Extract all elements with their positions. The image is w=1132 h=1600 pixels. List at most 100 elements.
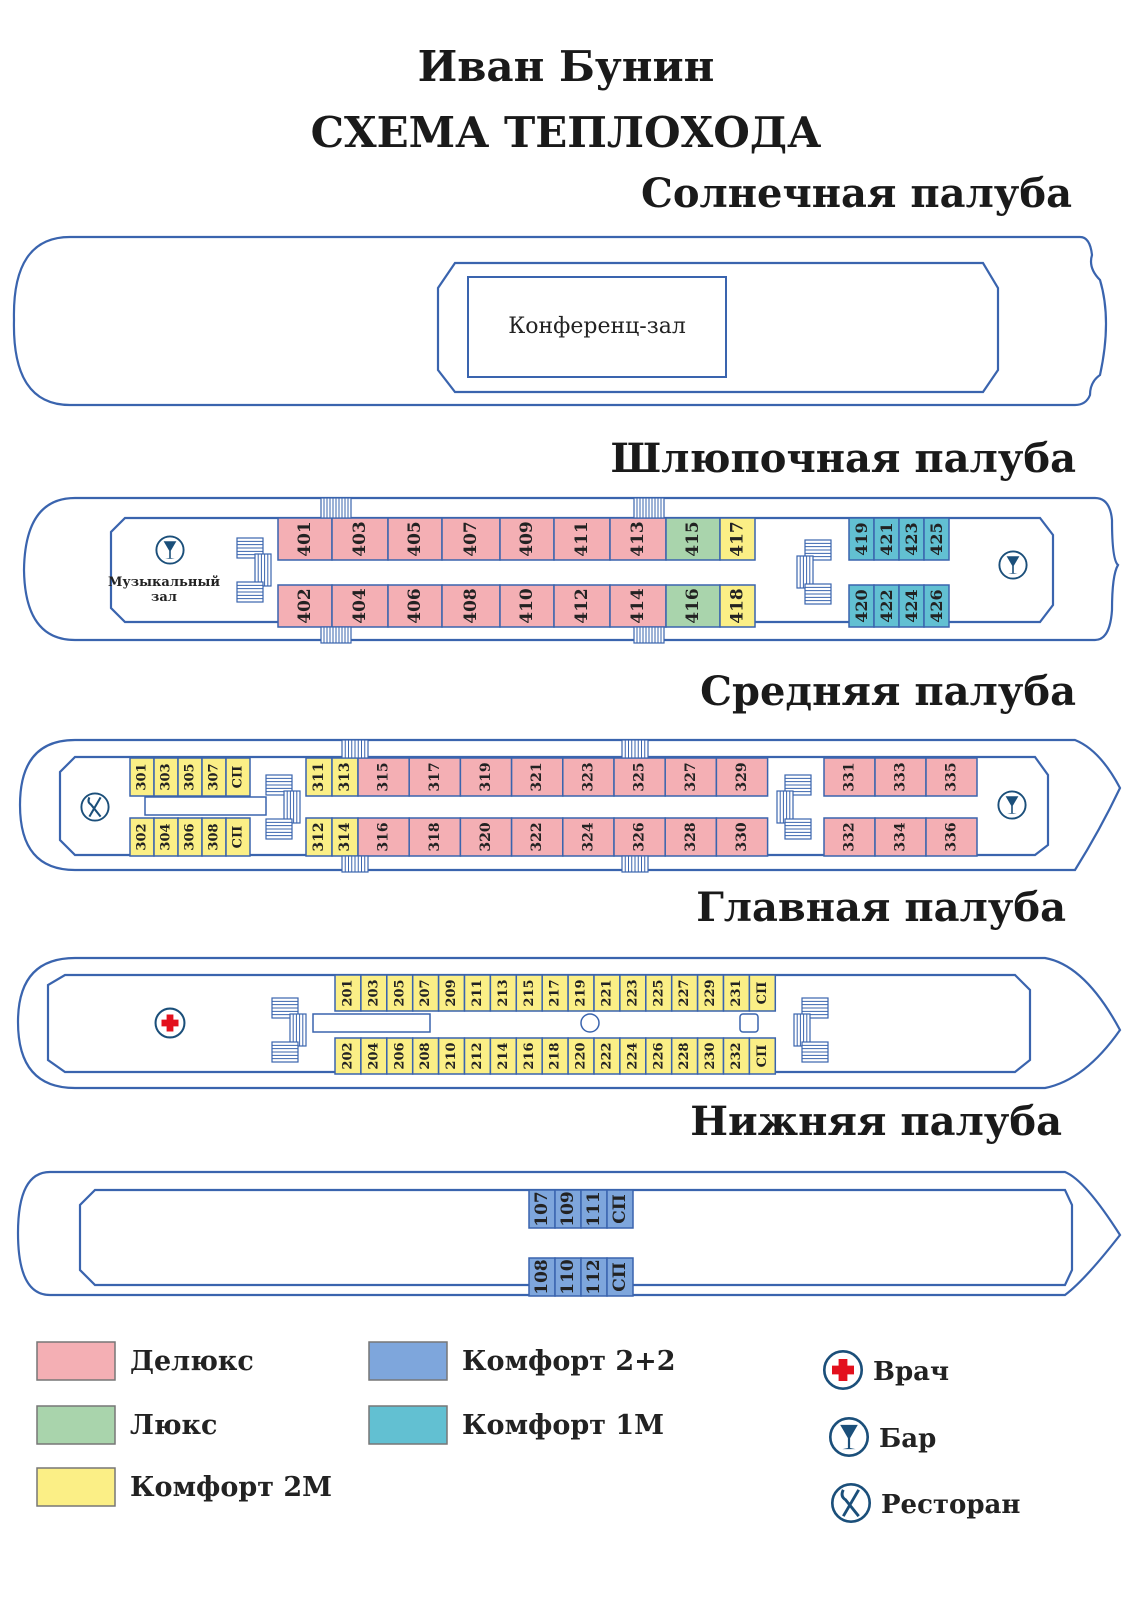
cabin-228[interactable]: 228: [670, 1037, 699, 1075]
cabin-201[interactable]: 201: [334, 974, 362, 1012]
cabin-414[interactable]: 414: [609, 584, 667, 628]
cabin-227[interactable]: 227: [670, 974, 699, 1012]
cabin-421[interactable]: 421: [873, 517, 900, 561]
cabin-СП[interactable]: СП: [225, 817, 251, 857]
cabin-211[interactable]: 211: [463, 974, 492, 1012]
cabin-424[interactable]: 424: [898, 584, 925, 628]
cabin-221[interactable]: 221: [593, 974, 621, 1012]
cabin-207[interactable]: 207: [411, 974, 440, 1012]
cabin-336[interactable]: 336: [925, 817, 978, 857]
cabin-323[interactable]: 323: [562, 757, 615, 797]
cabin-225[interactable]: 225: [645, 974, 673, 1012]
cabin-325[interactable]: 325: [613, 757, 666, 797]
cabin-426[interactable]: 426: [923, 584, 950, 628]
cabin-416[interactable]: 416: [665, 584, 721, 628]
cabin-210[interactable]: 210: [437, 1037, 466, 1075]
cabin-330[interactable]: 330: [715, 817, 769, 857]
cabin-231[interactable]: 231: [722, 974, 751, 1012]
cabin-333[interactable]: 333: [874, 757, 927, 797]
cabin-422[interactable]: 422: [873, 584, 900, 628]
cabin-324[interactable]: 324: [562, 817, 615, 857]
cabin-212[interactable]: 212: [463, 1037, 492, 1075]
cabin-314[interactable]: 314: [331, 817, 359, 857]
cabin-415[interactable]: 415: [665, 517, 721, 561]
cabin-407[interactable]: 407: [441, 517, 501, 561]
cabin-417[interactable]: 417: [719, 517, 756, 561]
cabin-411[interactable]: 411: [553, 517, 611, 561]
cabin-406[interactable]: 406: [387, 584, 443, 628]
cabin-СП[interactable]: СП: [225, 757, 251, 797]
cabin-410[interactable]: 410: [499, 584, 555, 628]
cabin-402[interactable]: 402: [277, 584, 333, 628]
cabin-401[interactable]: 401: [277, 517, 333, 561]
cabin-408[interactable]: 408: [441, 584, 501, 628]
cabin-409[interactable]: 409: [499, 517, 555, 561]
cabin-СП[interactable]: СП: [606, 1257, 634, 1297]
cabin-232[interactable]: 232: [722, 1037, 751, 1075]
cabin-420[interactable]: 420: [848, 584, 875, 628]
cabin-403[interactable]: 403: [331, 517, 389, 561]
cabin-304[interactable]: 304: [153, 817, 179, 857]
cabin-413[interactable]: 413: [609, 517, 667, 561]
cabin-107[interactable]: 107: [528, 1189, 556, 1229]
cabin-307[interactable]: 307: [201, 757, 227, 797]
cabin-111[interactable]: 111: [580, 1189, 608, 1229]
cabin-109[interactable]: 109: [554, 1189, 582, 1229]
cabin-305[interactable]: 305: [177, 757, 203, 797]
cabin-214[interactable]: 214: [489, 1037, 518, 1075]
cabin-327[interactable]: 327: [664, 757, 718, 797]
cabin-318[interactable]: 318: [408, 817, 462, 857]
cabin-326[interactable]: 326: [613, 817, 666, 857]
cabin-404[interactable]: 404: [331, 584, 389, 628]
cabin-СП[interactable]: СП: [748, 1037, 777, 1075]
cabin-328[interactable]: 328: [664, 817, 718, 857]
cabin-206[interactable]: 206: [386, 1037, 414, 1075]
cabin-218[interactable]: 218: [541, 1037, 569, 1075]
cabin-СП[interactable]: СП: [748, 974, 777, 1012]
cabin-419[interactable]: 419: [848, 517, 875, 561]
cabin-311[interactable]: 311: [305, 757, 333, 797]
cabin-224[interactable]: 224: [619, 1037, 647, 1075]
cabin-308[interactable]: 308: [201, 817, 227, 857]
cabin-301[interactable]: 301: [129, 757, 155, 797]
cabin-303[interactable]: 303: [153, 757, 179, 797]
cabin-204[interactable]: 204: [360, 1037, 388, 1075]
cabin-112[interactable]: 112: [580, 1257, 608, 1297]
cabin-220[interactable]: 220: [567, 1037, 595, 1075]
cabin-313[interactable]: 313: [331, 757, 359, 797]
cabin-216[interactable]: 216: [515, 1037, 543, 1075]
cabin-217[interactable]: 217: [541, 974, 569, 1012]
cabin-320[interactable]: 320: [459, 817, 513, 857]
cabin-335[interactable]: 335: [925, 757, 978, 797]
cabin-329[interactable]: 329: [715, 757, 769, 797]
cabin-322[interactable]: 322: [510, 817, 564, 857]
cabin-423[interactable]: 423: [898, 517, 925, 561]
cabin-219[interactable]: 219: [567, 974, 595, 1012]
cabin-418[interactable]: 418: [719, 584, 756, 628]
cabin-315[interactable]: 315: [357, 757, 410, 797]
cabin-405[interactable]: 405: [387, 517, 443, 561]
cabin-230[interactable]: 230: [696, 1037, 725, 1075]
cabin-110[interactable]: 110: [554, 1257, 582, 1297]
cabin-412[interactable]: 412: [553, 584, 611, 628]
cabin-215[interactable]: 215: [515, 974, 543, 1012]
cabin-213[interactable]: 213: [489, 974, 518, 1012]
cabin-226[interactable]: 226: [645, 1037, 673, 1075]
cabin-208[interactable]: 208: [411, 1037, 440, 1075]
cabin-425[interactable]: 425: [923, 517, 950, 561]
cabin-СП[interactable]: СП: [606, 1189, 634, 1229]
cabin-321[interactable]: 321: [510, 757, 564, 797]
cabin-223[interactable]: 223: [619, 974, 647, 1012]
cabin-316[interactable]: 316: [357, 817, 410, 857]
cabin-202[interactable]: 202: [334, 1037, 362, 1075]
cabin-334[interactable]: 334: [874, 817, 927, 857]
cabin-108[interactable]: 108: [528, 1257, 556, 1297]
cabin-331[interactable]: 331: [823, 757, 876, 797]
cabin-205[interactable]: 205: [386, 974, 414, 1012]
cabin-302[interactable]: 302: [129, 817, 155, 857]
cabin-203[interactable]: 203: [360, 974, 388, 1012]
cabin-332[interactable]: 332: [823, 817, 876, 857]
cabin-222[interactable]: 222: [593, 1037, 621, 1075]
cabin-229[interactable]: 229: [696, 974, 725, 1012]
cabin-306[interactable]: 306: [177, 817, 203, 857]
